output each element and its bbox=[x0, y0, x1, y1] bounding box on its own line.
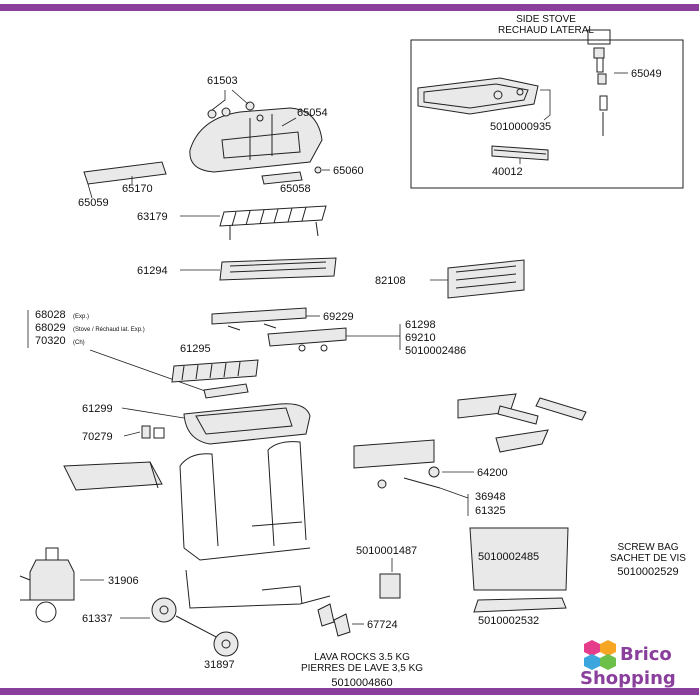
brico-shopping-logo: Brico Shopping bbox=[580, 640, 676, 689]
label-5010002485: 5010002485 bbox=[478, 551, 539, 563]
label-40012: 40012 bbox=[492, 166, 523, 178]
label-65054: 65054 bbox=[297, 107, 328, 119]
label-65058: 65058 bbox=[280, 183, 311, 195]
label-61299: 61299 bbox=[82, 403, 113, 415]
side-shelf-65170 bbox=[83, 161, 167, 185]
label-31897: 31897 bbox=[204, 659, 235, 671]
label-65170: 65170 bbox=[122, 183, 153, 195]
side-stove-bracket-icon bbox=[491, 145, 549, 161]
label-82108: 82108 bbox=[375, 275, 406, 287]
cap-67724-b bbox=[333, 613, 351, 637]
knob-64200 bbox=[428, 466, 440, 478]
label-70320: 70320 bbox=[35, 335, 66, 347]
ignitor-70279 bbox=[141, 425, 165, 439]
screw-bag-title: SCREW BAG bbox=[617, 542, 678, 553]
flavor-plate-82108 bbox=[447, 259, 525, 299]
label-61325: 61325 bbox=[475, 505, 506, 517]
cap-67724-a bbox=[317, 603, 335, 627]
label-68028: 68028 bbox=[35, 309, 66, 321]
lava-rocks-title: LAVA ROCKS 3.5 KG bbox=[314, 652, 410, 663]
firebox-61299 bbox=[183, 403, 311, 445]
label-65060: 65060 bbox=[333, 165, 364, 177]
gas-bottle-31906 bbox=[19, 547, 75, 623]
note-68029: (Stove / Réchaud lat. Exp.) bbox=[73, 327, 145, 333]
lid-part bbox=[189, 107, 323, 173]
logo-line2: Shopping bbox=[580, 668, 676, 689]
screw-bag-subtitle: SACHET DE VIS bbox=[610, 553, 686, 564]
burner-bracket-69210 bbox=[267, 327, 347, 347]
regulator-5010001487 bbox=[379, 573, 401, 599]
cart-frame bbox=[179, 441, 331, 609]
lid-handle-screws bbox=[207, 101, 264, 122]
handle-65058 bbox=[261, 171, 303, 185]
left-side-shelf bbox=[63, 461, 163, 491]
label-63179: 63179 bbox=[137, 211, 168, 223]
logo-line1: Brico bbox=[620, 644, 672, 665]
lava-grate-61295 bbox=[171, 359, 259, 383]
label-69229: 69229 bbox=[323, 311, 354, 323]
burner-bracket-69229 bbox=[211, 307, 307, 325]
side-stove-title: SIDE STOVE bbox=[516, 14, 576, 25]
label-61503: 61503 bbox=[207, 75, 238, 87]
label-5010002532: 5010002532 bbox=[478, 615, 539, 627]
side-stove-valve-icon bbox=[587, 29, 611, 136]
label-61337: 61337 bbox=[82, 613, 113, 625]
label-68029: 68029 bbox=[35, 322, 66, 334]
label-69210: 69210 bbox=[405, 332, 436, 344]
knob-collar bbox=[377, 479, 387, 489]
knob-65060 bbox=[314, 166, 322, 174]
label-36948: 36948 bbox=[475, 491, 506, 503]
burner-tube bbox=[203, 383, 249, 399]
label-65059: 65059 bbox=[78, 197, 109, 209]
lava-rocks-subtitle: PIERRES DE LAVE 3,5 KG bbox=[301, 663, 423, 674]
side-stove-subtitle: RECHAUD LATERAL bbox=[498, 25, 594, 36]
warming-rack-63179 bbox=[219, 205, 327, 240]
label-5010001487: 5010001487 bbox=[356, 545, 417, 557]
grease-tray bbox=[473, 597, 567, 613]
label-5010000935: 5010000935 bbox=[490, 121, 551, 133]
lava-rocks-code: 5010004860 bbox=[331, 677, 392, 689]
cooking-grate-61294 bbox=[219, 257, 337, 281]
label-65049: 65049 bbox=[631, 68, 662, 80]
label-61298: 61298 bbox=[405, 319, 436, 331]
label-31906: 31906 bbox=[108, 575, 139, 587]
note-68028: (Exp.) bbox=[73, 314, 89, 320]
wheel-31897 bbox=[213, 631, 239, 657]
label-67724: 67724 bbox=[367, 619, 398, 631]
bottom-shelf-panel bbox=[469, 527, 569, 591]
control-panel bbox=[353, 439, 435, 469]
label-5010002486: 5010002486 bbox=[405, 345, 466, 357]
label-70279: 70279 bbox=[82, 431, 113, 443]
side-stove-inset-box bbox=[410, 39, 684, 189]
top-border bbox=[0, 4, 699, 11]
screw-bag-code: 5010002529 bbox=[617, 566, 678, 578]
label-61294: 61294 bbox=[137, 265, 168, 277]
note-70320: (Ch) bbox=[73, 340, 85, 346]
wheel-61337 bbox=[151, 597, 177, 623]
bottom-border bbox=[0, 688, 699, 695]
label-64200: 64200 bbox=[477, 467, 508, 479]
label-61295: 61295 bbox=[180, 343, 211, 355]
side-stove-burner-frame bbox=[417, 77, 539, 115]
side-shelf-brackets bbox=[457, 393, 587, 453]
